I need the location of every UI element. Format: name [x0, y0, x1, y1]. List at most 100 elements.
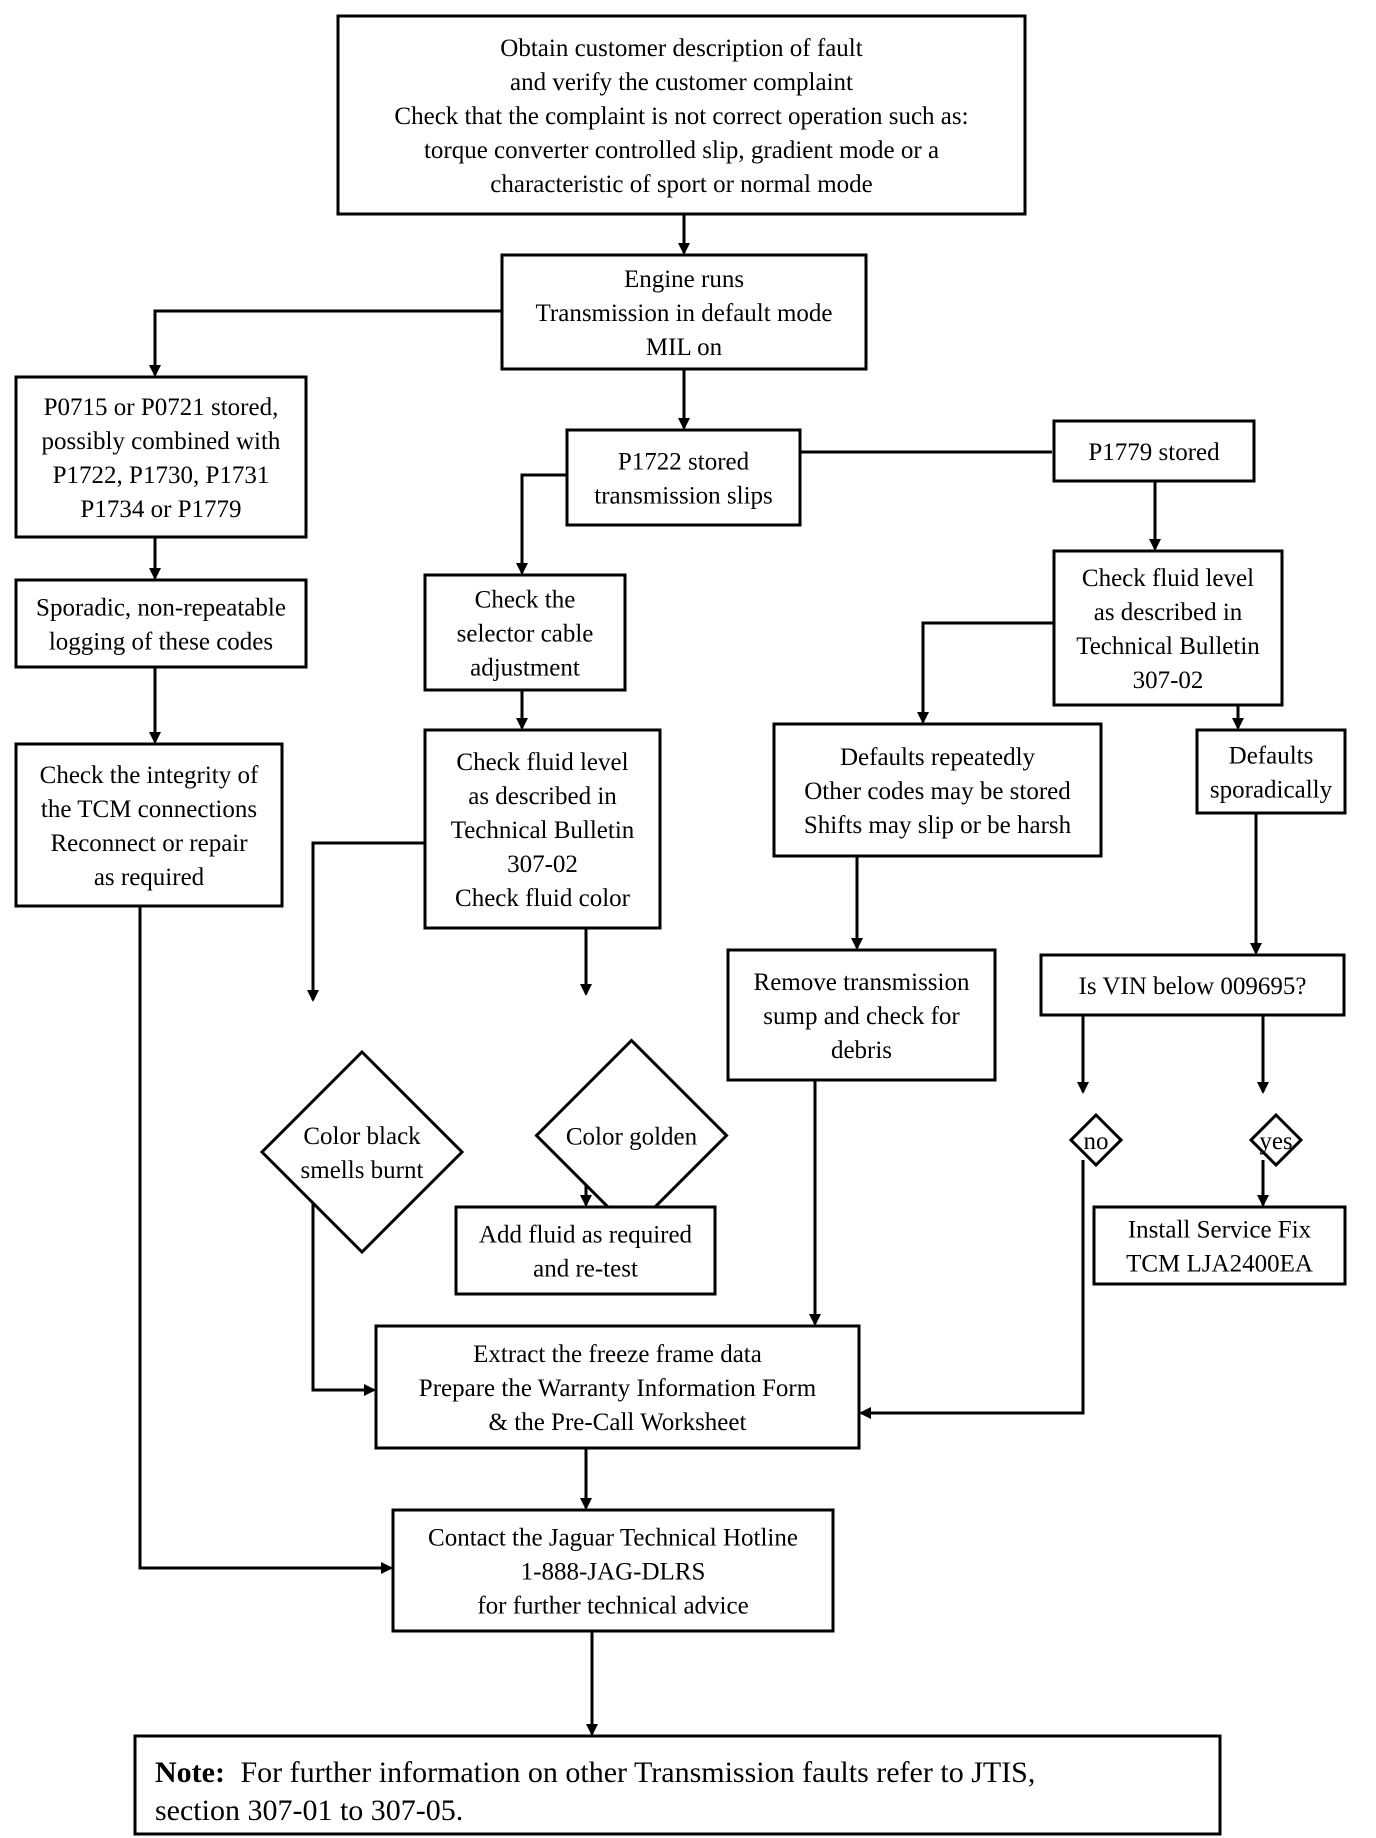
edge-fluid1-repeated	[917, 621, 1054, 724]
node-install-line-2: TCM LJA2400EA	[1126, 1251, 1313, 1278]
node-no: no	[1068, 1112, 1124, 1168]
node-engine-line-3: MIL on	[646, 334, 723, 361]
node-engine-line-1: Engine runs	[624, 266, 744, 293]
node-selector-line-2: selector cable	[457, 621, 594, 648]
node-black-line-2: smells burnt	[301, 1157, 424, 1184]
node-contact-line-2: 1-888-JAG-DLRS	[521, 1559, 706, 1586]
node-fluid1-line-4: 307-02	[1133, 667, 1204, 694]
note-box: Note: For further information on other T…	[133, 1734, 1222, 1836]
node-p0715-line-3: P1722, P1730, P1731	[53, 462, 270, 489]
node-contact-shape	[391, 1508, 835, 1633]
node-selector-line-3: adjustment	[470, 655, 580, 682]
node-extract-shape	[374, 1324, 861, 1450]
node-p1779-line-1: P1779 stored	[1088, 439, 1220, 466]
edge-no-extract	[859, 1160, 1085, 1419]
node-sporadic-line-2: logging of these codes	[49, 629, 273, 656]
node-remove-line-3: debris	[831, 1037, 892, 1064]
node-addfluid-shape	[454, 1205, 717, 1296]
svg-text:Note: For further inform: Note: For further information on other T…	[155, 1756, 1035, 1789]
note-text-line-2: section 307-01 to 307-05.	[155, 1794, 463, 1827]
node-integrity-line-1: Check the integrity of	[40, 762, 259, 789]
node-start-line-5: characteristic of sport or normal mode	[490, 171, 873, 198]
node-remove-shape	[726, 948, 997, 1082]
node-install-shape	[1092, 1205, 1347, 1286]
node-p1722: P1722 stored transmission slips	[565, 428, 802, 527]
node-sporadically-line-2: sporadically	[1210, 777, 1333, 804]
node-extract-line-2: Prepare the Warranty Information Form	[419, 1375, 817, 1402]
node-repeated-line-3: Shifts may slip or be harsh	[804, 812, 1072, 839]
node-vin-line-1: Is VIN below 009695?	[1079, 973, 1307, 1000]
node-black-shape	[259, 1049, 465, 1255]
node-vin: Is VIN below 009695?	[1039, 953, 1346, 1017]
node-fluid2: Check fluid level as described in Technica…	[423, 728, 662, 930]
edge-p1722-selector	[516, 473, 567, 575]
node-fluid1-line-1: Check fluid level	[1082, 565, 1254, 592]
node-yes: yes	[1248, 1112, 1304, 1168]
node-p1779-shape	[1052, 419, 1256, 483]
node-start-line-3: Check that the complaint is not correct …	[394, 103, 968, 130]
node-fluid2-line-2: as described in	[468, 783, 617, 810]
node-p0715: P0715 or P0721 stored, possibly combined …	[14, 375, 308, 539]
node-black-line-1: Color black	[303, 1123, 421, 1150]
flowchart-connectors	[138, 214, 1269, 1736]
node-start: Obtain customer description of fault and …	[336, 14, 1027, 216]
node-start-shape	[336, 14, 1027, 216]
node-fluid1: Check fluid level as described in Technica…	[1052, 549, 1284, 707]
node-extract-line-3: & the Pre-Call Worksheet	[489, 1409, 747, 1436]
node-selector-line-1: Check the	[475, 587, 576, 614]
node-sporadically-line-1: Defaults	[1229, 743, 1314, 770]
node-sporadic-shape	[14, 578, 308, 669]
edge-fluid2-black	[307, 841, 425, 1002]
node-integrity-line-2: the TCM connections	[41, 796, 257, 823]
node-no-line-1: no	[1084, 1128, 1109, 1155]
node-selector-shape	[423, 573, 627, 692]
edge-engine-p0715	[149, 309, 502, 377]
node-p0715-line-2: possibly combined with	[42, 428, 281, 455]
node-fluid2-line-3: Technical Bulletin	[451, 817, 635, 844]
node-remove-line-1: Remove transmission	[754, 969, 970, 996]
node-golden: Color golden	[534, 1038, 729, 1233]
node-fluid2-line-1: Check fluid level	[456, 749, 628, 776]
node-fluid2-line-5: Check fluid color	[455, 885, 631, 912]
node-vin-shape	[1039, 953, 1346, 1017]
node-p0715-line-4: P1734 or P1779	[80, 496, 241, 523]
node-p1779: P1779 stored	[1052, 419, 1256, 483]
node-contact-line-1: Contact the Jaguar Technical Hotline	[428, 1525, 798, 1552]
edge-integrity-contact	[138, 906, 393, 1574]
node-engine-shape	[500, 253, 868, 371]
node-start-line-1: Obtain customer description of fault	[500, 35, 862, 62]
node-repeated-shape	[772, 722, 1103, 858]
node-contact-line-3: for further technical advice	[477, 1593, 748, 1620]
node-black: Color black smells burnt	[259, 1049, 465, 1255]
node-fluid2-shape	[423, 728, 662, 930]
node-start-line-2: and verify the customer complaint	[510, 69, 853, 96]
node-golden-line-1: Color golden	[566, 1124, 698, 1151]
node-repeated-line-2: Other codes may be stored	[804, 778, 1071, 805]
node-p0715-line-1: P0715 or P0721 stored,	[44, 394, 279, 421]
edge-black-extract	[311, 1202, 376, 1396]
svg-text:section 307-01 to 307-05.: section 307-01 to 307-05.	[155, 1794, 463, 1827]
node-sporadic: Sporadic, non-repeatable logging of these…	[14, 578, 308, 669]
node-fluid2-line-4: 307-02	[507, 851, 578, 878]
node-fluid1-line-3: Technical Bulletin	[1076, 633, 1260, 660]
node-integrity-shape	[14, 742, 284, 908]
node-repeated-line-1: Defaults repeatedly	[840, 744, 1036, 771]
node-engine-line-2: Transmission in default mode	[536, 300, 833, 327]
node-p1722-shape	[565, 428, 802, 527]
node-no-shape	[1068, 1112, 1124, 1168]
flowchart-nodes: Obtain customer description of fault and …	[14, 14, 1347, 1633]
node-p1722-line-1: P1722 stored	[618, 449, 750, 476]
node-p1722-line-2: transmission slips	[594, 483, 773, 510]
note-text-line-1: For further information on other Transmi…	[240, 1756, 1035, 1789]
node-sporadic-line-1: Sporadic, non-repeatable	[36, 595, 286, 622]
node-fluid1-line-2: as described in	[1094, 599, 1243, 626]
node-yes-shape	[1248, 1112, 1304, 1168]
node-p0715-shape	[14, 375, 308, 539]
node-selector: Check the selector cable adjustment	[423, 573, 627, 692]
node-integrity-line-4: as required	[94, 864, 205, 891]
